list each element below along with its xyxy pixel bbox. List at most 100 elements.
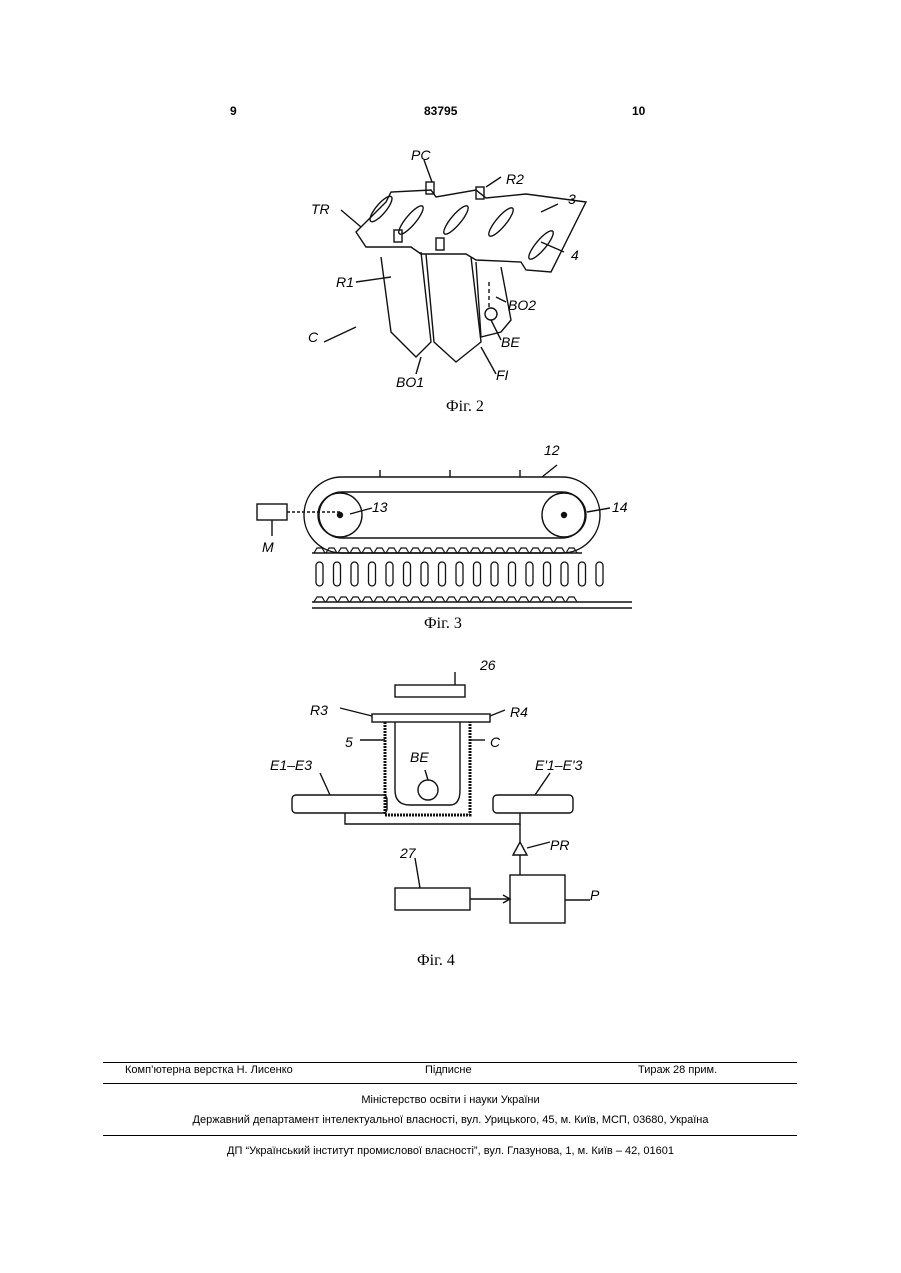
capsule-slot (509, 562, 516, 586)
capsule-slot (456, 562, 463, 586)
belt-tooth (494, 548, 505, 553)
footer-rule-bottom (103, 1135, 797, 1136)
footer-institute: ДП “Український інститут промислової вла… (0, 1145, 901, 1157)
rail-tooth (542, 597, 553, 602)
belt-tooth (386, 548, 397, 553)
page-number-right: 10 (632, 104, 645, 118)
figure-2: PC R2 3 TR 4 R1 BO2 C BE BO1 FI Фіг. 2 (296, 142, 596, 432)
capsule-slot (334, 562, 341, 586)
label-r3: R3 (310, 702, 328, 718)
label-p: P (590, 887, 600, 903)
rail-tooth (506, 597, 517, 602)
capsule-slot (491, 562, 498, 586)
capsule-slot (474, 562, 481, 586)
figure-4-caption: Фіг. 4 (417, 952, 455, 970)
figure-4: 26 R3 R4 5 C BE E1–E3 E'1–E'3 27 PR P Фі… (265, 650, 625, 980)
label-4: 4 (571, 247, 579, 263)
rail-tooth (386, 597, 397, 602)
capsule-slot (386, 562, 393, 586)
belt-tooth (518, 548, 529, 553)
rail-tooth (482, 597, 493, 602)
rail-tooth (518, 597, 529, 602)
capsule-slot (351, 562, 358, 586)
rail-tooth (554, 597, 565, 602)
capsule-slot (561, 562, 568, 586)
label-bo1: BO1 (396, 374, 424, 390)
figure-4-drawing: 26 R3 R4 5 C BE E1–E3 E'1–E'3 27 PR P (265, 650, 625, 980)
figure-3-drawing: 12 13 14 M (252, 440, 637, 630)
belt-tooth (554, 548, 565, 553)
belt-tooth (458, 548, 469, 553)
rail-tooth (446, 597, 457, 602)
footer-rule-top (103, 1062, 797, 1063)
capsule-slot (439, 562, 446, 586)
capsule-slot (421, 562, 428, 586)
label-27: 27 (399, 845, 417, 861)
belt-tooth (422, 548, 433, 553)
label-5: 5 (345, 734, 353, 750)
label-be-fig4: BE (410, 749, 429, 765)
footer-circulation: Тираж 28 прим. (638, 1064, 717, 1076)
label-r2: R2 (506, 171, 524, 187)
label-e-right: E'1–E'3 (535, 757, 583, 773)
figure-2-drawing: PC R2 3 TR 4 R1 BO2 C BE BO1 FI (296, 142, 596, 432)
footer-department: Державний департамент інтелектуальної вл… (0, 1114, 901, 1126)
label-3: 3 (568, 191, 576, 207)
belt-tooth (506, 548, 517, 553)
belt-tooth (446, 548, 457, 553)
belt-tooth (398, 548, 409, 553)
belt-tooth (362, 548, 373, 553)
label-c-fig4: C (490, 734, 501, 750)
belt-tooth (350, 548, 361, 553)
belt-tooth (470, 548, 481, 553)
capsule-slot (316, 562, 323, 586)
label-pr: PR (550, 837, 569, 853)
label-tr: TR (311, 201, 330, 217)
label-m: M (262, 539, 274, 555)
label-fi: FI (496, 367, 509, 383)
figure-3: 12 13 14 M Фіг. 3 (252, 440, 637, 630)
rail-tooth (458, 597, 469, 602)
rail-tooth (374, 597, 385, 602)
belt-tooth (542, 548, 553, 553)
page-number-left: 9 (230, 104, 237, 118)
capsule-slot (526, 562, 533, 586)
capsule-slot (404, 562, 411, 586)
rail-tooth (410, 597, 421, 602)
rail-tooth (422, 597, 433, 602)
capsule-slot (369, 562, 376, 586)
label-c: C (308, 329, 319, 345)
rail-tooth (314, 597, 325, 602)
belt-tooth (530, 548, 541, 553)
rail-tooth (338, 597, 349, 602)
label-bo2: BO2 (508, 297, 536, 313)
label-pc: PC (411, 147, 431, 163)
patent-number: 83795 (424, 104, 457, 118)
capsule-slot (544, 562, 551, 586)
label-be: BE (501, 334, 520, 350)
footer-layout: Комп’ютерна верстка Н. Лисенко (125, 1064, 293, 1076)
capsule-slot (596, 562, 603, 586)
label-r4: R4 (510, 704, 528, 720)
label-r1: R1 (336, 274, 354, 290)
capsule-slot (579, 562, 586, 586)
figure-2-caption: Фіг. 2 (446, 398, 484, 416)
rail-tooth (326, 597, 337, 602)
belt-tooth (434, 548, 445, 553)
footer-signed: Підписне (425, 1064, 472, 1076)
rail-tooth (566, 597, 577, 602)
belt-tooth (410, 548, 421, 553)
footer-rule-middle (103, 1083, 797, 1084)
belt-tooth (374, 548, 385, 553)
rail-tooth (398, 597, 409, 602)
rail-tooth (362, 597, 373, 602)
label-12: 12 (544, 442, 560, 458)
label-14: 14 (612, 499, 628, 515)
rail-tooth (350, 597, 361, 602)
label-e-left: E1–E3 (270, 757, 312, 773)
rail-tooth (530, 597, 541, 602)
rail-tooth (470, 597, 481, 602)
figure-3-caption: Фіг. 3 (424, 615, 462, 633)
footer-ministry: Міністерство освіти і науки України (0, 1094, 901, 1106)
label-26: 26 (479, 657, 496, 673)
